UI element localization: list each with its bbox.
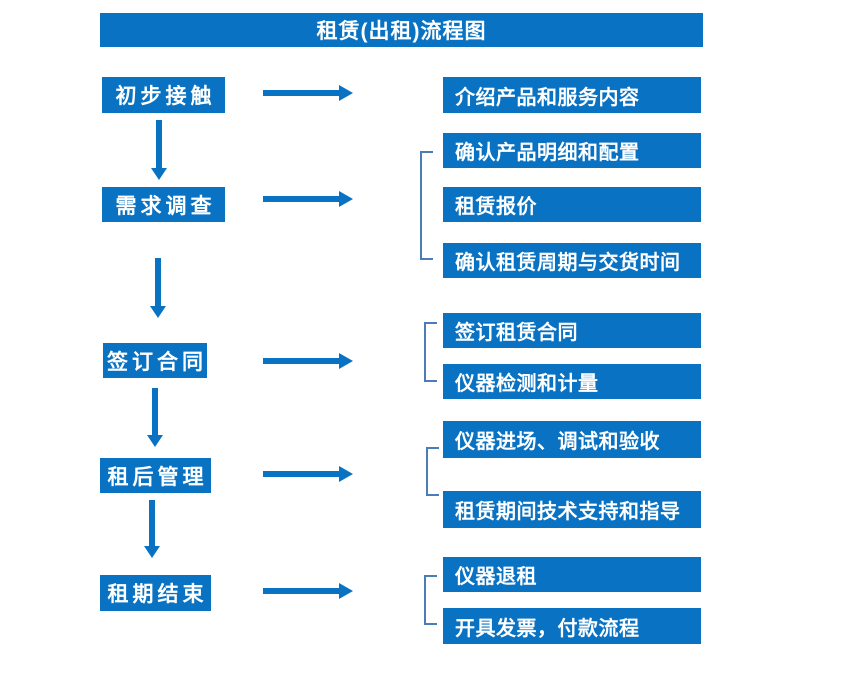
arrow-shaft xyxy=(155,258,161,306)
step-box-sign-contract: 签订合同 xyxy=(103,343,207,378)
arrow-shaft xyxy=(263,90,339,96)
arrow-down-icon xyxy=(151,120,167,180)
bracket-connector xyxy=(424,575,437,625)
step-box-demand-survey: 需求调查 xyxy=(102,187,225,222)
detail-label: 仪器检测和计量 xyxy=(455,373,599,395)
step-label: 需求调查 xyxy=(115,194,216,218)
bracket-connector xyxy=(420,151,433,260)
arrow-head xyxy=(339,353,353,369)
arrow-shaft xyxy=(263,471,339,477)
detail-box: 介绍产品和服务内容 xyxy=(443,77,701,113)
detail-label: 介绍产品和服务内容 xyxy=(455,86,640,109)
page-title: 租赁(出租)流程图 xyxy=(316,20,487,43)
arrow-head xyxy=(339,191,353,207)
bracket-connector xyxy=(424,322,437,382)
detail-label: 仪器退租 xyxy=(455,566,537,588)
step-label: 租后管理 xyxy=(107,465,208,489)
arrow-down-icon xyxy=(150,258,166,318)
detail-box: 仪器检测和计量 xyxy=(443,364,701,399)
step-label: 签订合同 xyxy=(107,350,207,374)
step-label: 租期结束 xyxy=(107,583,208,606)
step-box-rental-end: 租期结束 xyxy=(100,575,211,611)
step-box-post-rental-management: 租后管理 xyxy=(100,458,211,493)
detail-label: 确认产品明细和配置 xyxy=(455,142,640,164)
arrow-shaft xyxy=(263,588,339,594)
arrow-right-icon xyxy=(263,466,353,482)
arrow-shaft xyxy=(263,358,339,364)
arrow-head xyxy=(339,466,353,482)
step-label: 初步接触 xyxy=(115,85,216,108)
detail-box: 确认租赁周期与交货时间 xyxy=(443,243,701,278)
bracket-connector xyxy=(426,447,439,496)
title-bar: 租赁(出租)流程图 xyxy=(100,13,703,47)
detail-box: 租赁期间技术支持和指导 xyxy=(443,491,701,528)
step-box-initial-contact: 初步接触 xyxy=(102,77,225,113)
detail-box: 签订租赁合同 xyxy=(443,313,701,348)
detail-box: 确认产品明细和配置 xyxy=(443,133,701,168)
arrow-head xyxy=(339,583,353,599)
arrow-head xyxy=(339,85,353,101)
detail-label: 租赁期间技术支持和指导 xyxy=(455,501,681,523)
detail-box: 仪器退租 xyxy=(443,557,701,592)
arrow-down-icon xyxy=(147,388,163,447)
arrow-shaft xyxy=(156,120,162,168)
arrow-down-icon xyxy=(144,500,160,558)
arrow-shaft xyxy=(152,388,158,435)
arrow-right-icon xyxy=(263,583,353,599)
detail-label: 签订租赁合同 xyxy=(455,322,578,344)
detail-box: 仪器进场、调试和验收 xyxy=(443,421,701,458)
arrow-head xyxy=(144,546,160,558)
arrow-head xyxy=(150,306,166,318)
detail-box: 租赁报价 xyxy=(443,187,701,222)
arrow-right-icon xyxy=(263,353,353,369)
detail-box: 开具发票，付款流程 xyxy=(443,608,701,644)
arrow-head xyxy=(151,168,167,180)
arrow-right-icon xyxy=(263,191,353,207)
arrow-shaft xyxy=(263,196,339,202)
arrow-shaft xyxy=(149,500,155,546)
detail-label: 确认租赁周期与交货时间 xyxy=(455,252,681,274)
detail-label: 仪器进场、调试和验收 xyxy=(455,431,660,453)
detail-label: 租赁报价 xyxy=(455,196,537,218)
arrow-right-icon xyxy=(263,85,353,101)
arrow-head xyxy=(147,435,163,447)
detail-label: 开具发票，付款流程 xyxy=(455,617,640,640)
